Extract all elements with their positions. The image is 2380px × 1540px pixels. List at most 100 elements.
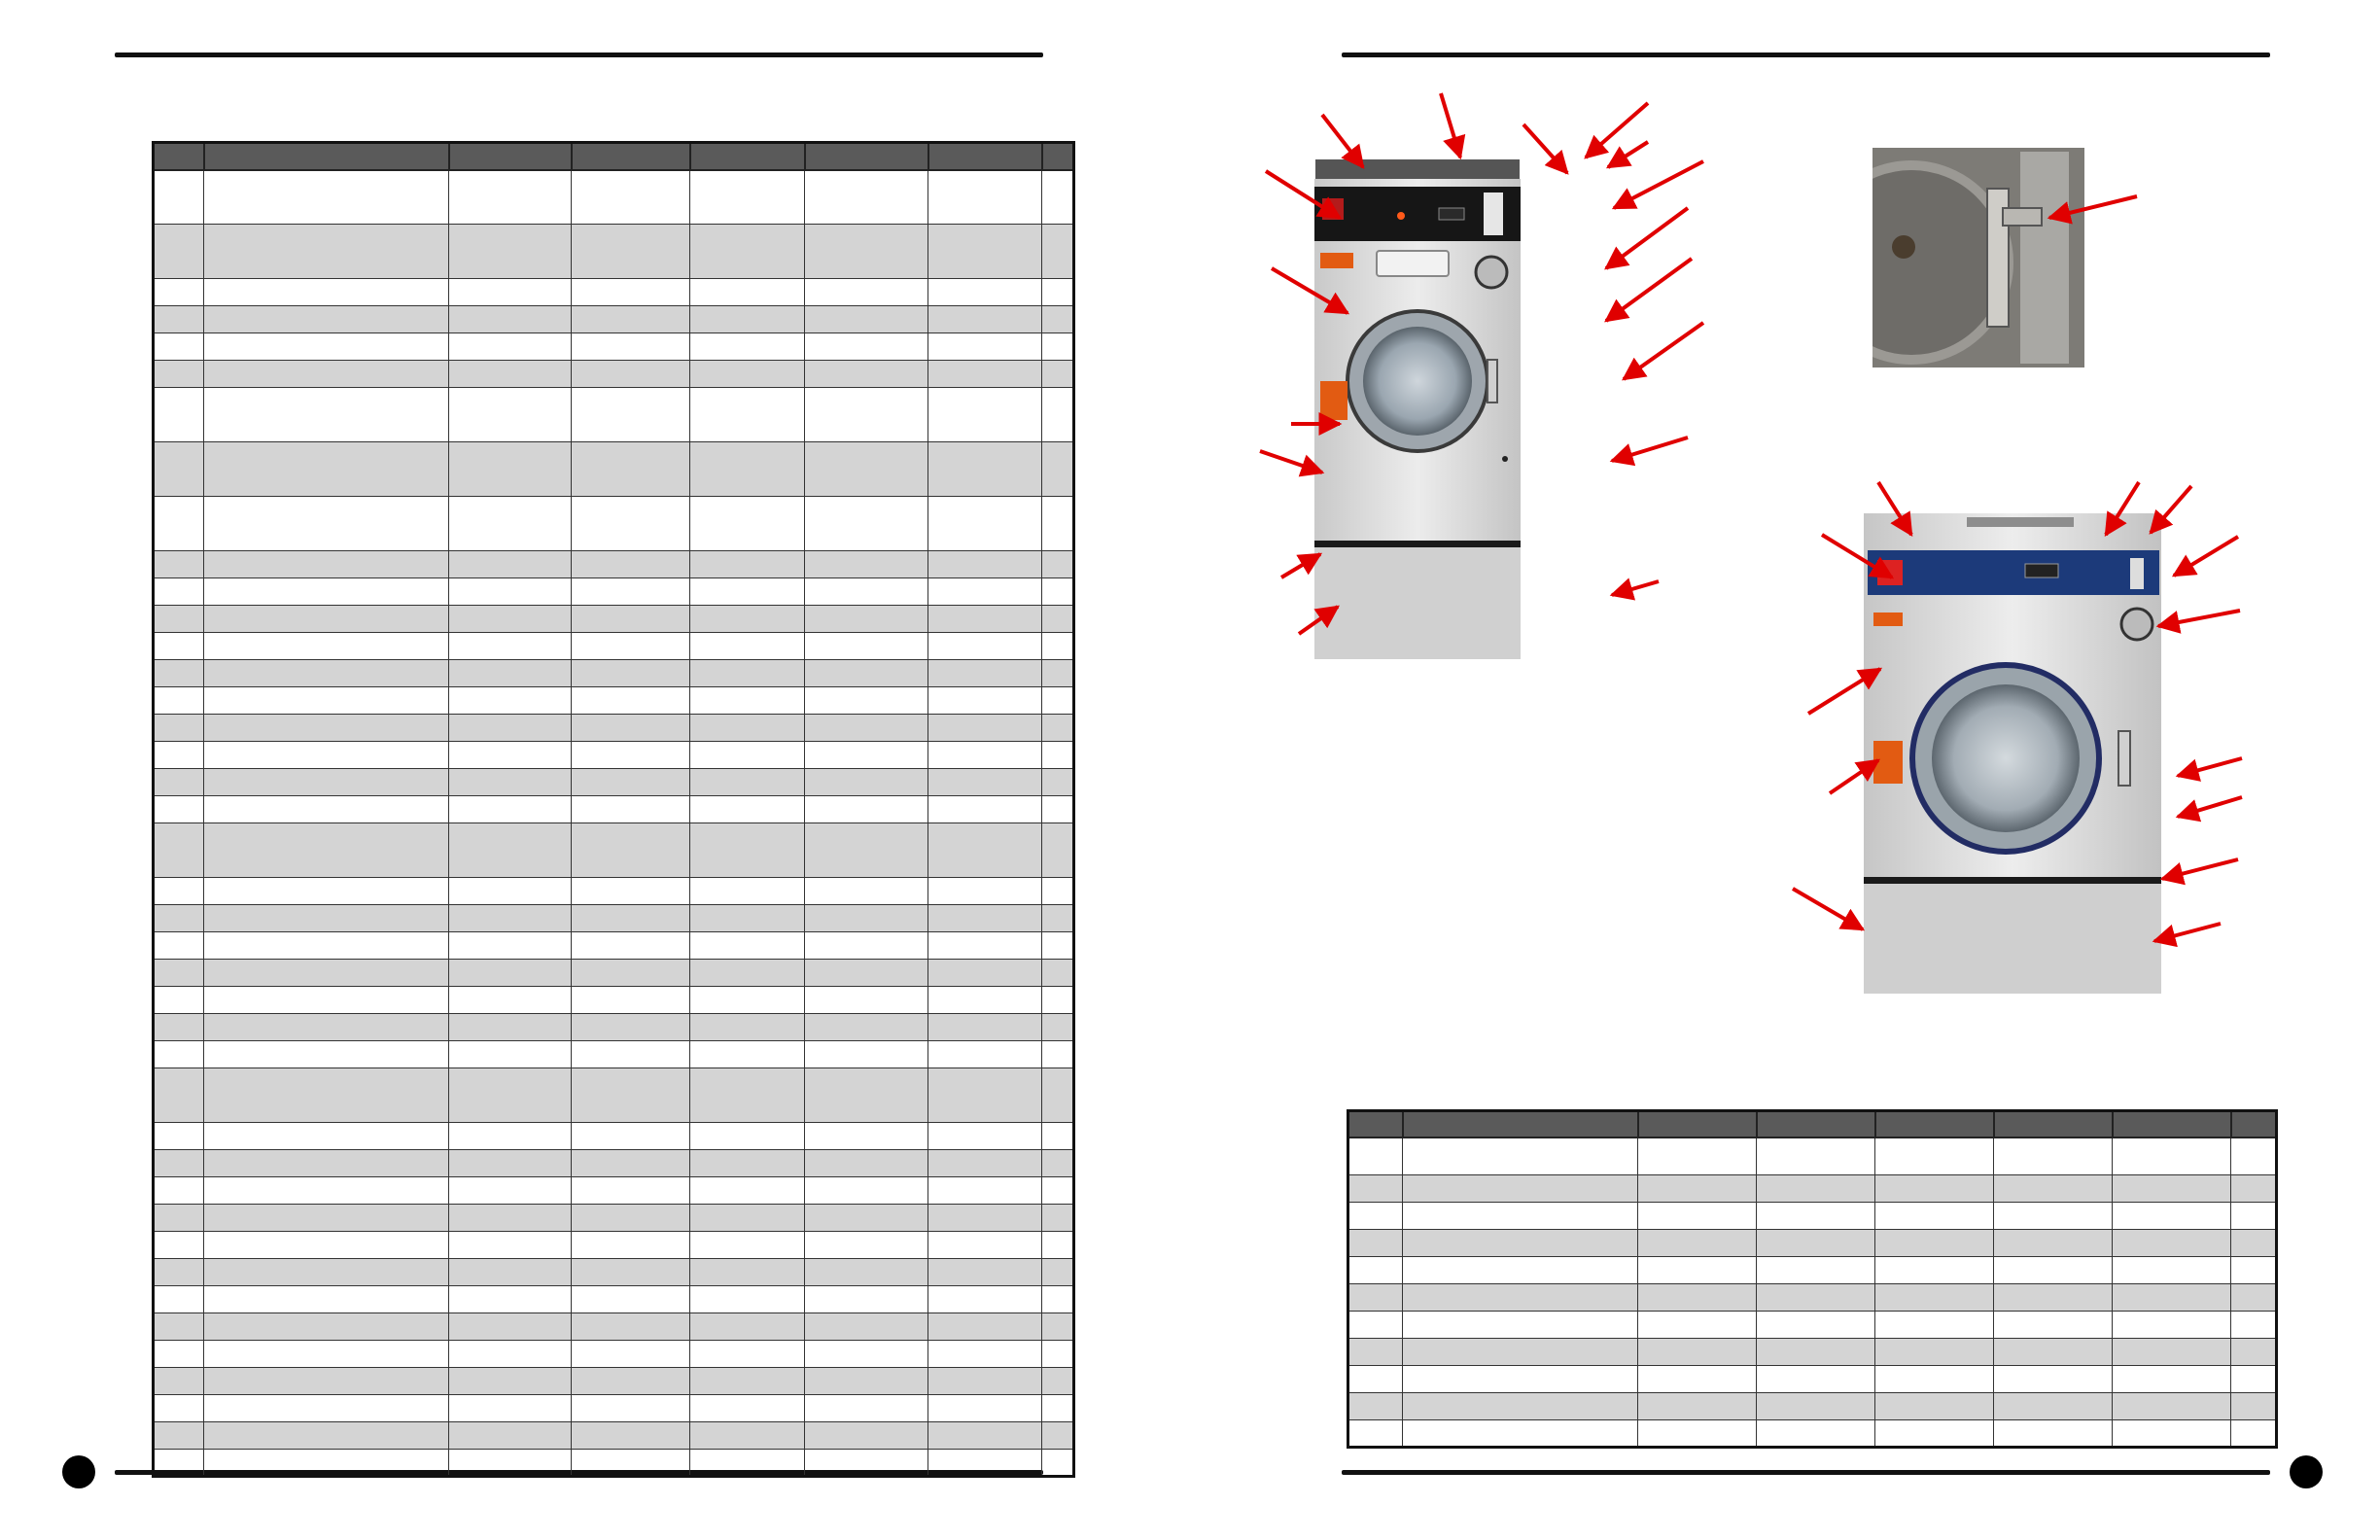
table-cell xyxy=(448,822,572,878)
table-cell xyxy=(689,1340,805,1368)
table-cell xyxy=(153,1013,204,1041)
header-cell xyxy=(688,141,806,171)
table-cell xyxy=(153,1285,204,1313)
table-cell xyxy=(448,1149,572,1177)
table-cell xyxy=(2112,1202,2231,1231)
table-cell xyxy=(448,1367,572,1395)
table-cell xyxy=(1041,1013,1074,1041)
table-cell xyxy=(804,1176,928,1205)
table-cell xyxy=(153,441,204,497)
callout-arrow-icon xyxy=(1791,887,1866,931)
table-cell xyxy=(1756,1392,1875,1421)
table-row xyxy=(153,332,1074,361)
page-marker-dot-icon xyxy=(2290,1455,2323,1488)
table-cell xyxy=(804,1068,928,1123)
table-cell xyxy=(804,332,928,361)
callout-arrow-icon xyxy=(1439,92,1466,160)
table-cell xyxy=(804,224,928,279)
table-cell xyxy=(571,605,690,633)
callout-arrow-icon xyxy=(1522,122,1569,175)
warning-label-top xyxy=(1320,253,1353,268)
table-cell xyxy=(1402,1419,1638,1449)
table-cell xyxy=(153,741,204,769)
table-cell xyxy=(804,496,928,551)
table-cell xyxy=(1637,1256,1757,1285)
soap-dispenser xyxy=(1376,250,1450,277)
table-cell xyxy=(928,387,1042,442)
table-cell xyxy=(1993,1392,2113,1421)
table-cell xyxy=(448,1068,572,1123)
table-cell xyxy=(689,741,805,769)
table-cell xyxy=(928,360,1042,388)
kick-strip xyxy=(1314,541,1521,547)
table-cell xyxy=(153,1258,204,1286)
table-cell xyxy=(1041,904,1074,932)
header-cell xyxy=(570,141,691,171)
table-cell xyxy=(689,1176,805,1205)
table-cell xyxy=(1402,1136,1638,1176)
table-cell xyxy=(153,659,204,687)
table-cell xyxy=(571,1231,690,1259)
table-cell xyxy=(804,441,928,497)
washer-front-small xyxy=(1860,508,2163,996)
base-panel xyxy=(1864,884,2161,994)
table-cell xyxy=(448,305,572,333)
table-cell xyxy=(689,1013,805,1041)
table-cell xyxy=(928,1285,1042,1313)
header-cell xyxy=(447,141,573,171)
table-cell xyxy=(804,1013,928,1041)
table-row xyxy=(153,360,1074,388)
key-lock xyxy=(2119,607,2154,642)
coin-slot xyxy=(2130,558,2144,589)
table-cell xyxy=(153,986,204,1014)
table-cell xyxy=(448,1340,572,1368)
table-cell xyxy=(804,904,928,932)
table-cell xyxy=(153,904,204,932)
table-cell xyxy=(1041,1449,1074,1477)
table-cell xyxy=(928,1258,1042,1286)
table-cell xyxy=(689,1449,805,1477)
table-cell xyxy=(448,986,572,1014)
table-cell xyxy=(928,632,1042,660)
table-cell xyxy=(804,278,928,306)
table-cell xyxy=(203,1122,449,1150)
table-cell xyxy=(2230,1392,2277,1421)
table-cell xyxy=(153,1367,204,1395)
table-cell xyxy=(804,1258,928,1286)
table-cell xyxy=(153,931,204,960)
door-handle xyxy=(2118,730,2131,787)
table-cell xyxy=(804,1040,928,1068)
table-cell xyxy=(1348,1392,1403,1421)
table-cell xyxy=(804,605,928,633)
table-cell xyxy=(153,360,204,388)
table-cell xyxy=(1041,278,1074,306)
table-cell xyxy=(928,1068,1042,1123)
table-cell xyxy=(1041,441,1074,497)
table-cell xyxy=(1637,1365,1757,1394)
table-cell xyxy=(1348,1283,1403,1312)
table-cell xyxy=(928,605,1042,633)
table-cell xyxy=(448,1394,572,1422)
table-cell xyxy=(448,1285,572,1313)
table-cell xyxy=(804,1449,928,1477)
table-cell xyxy=(689,278,805,306)
table-cell xyxy=(928,550,1042,578)
table-row xyxy=(153,550,1074,578)
table-cell xyxy=(1874,1338,1994,1367)
callout-arrow-icon xyxy=(2152,922,2222,948)
callout-arrow-icon xyxy=(1609,578,1660,601)
callout-arrow-icon xyxy=(1611,159,1704,210)
table-cell xyxy=(153,768,204,796)
table-body xyxy=(153,169,1074,1477)
table-cell xyxy=(448,877,572,905)
table-cell xyxy=(571,686,690,715)
table-cell xyxy=(203,387,449,442)
table-cell xyxy=(203,360,449,388)
table-cell xyxy=(571,1122,690,1150)
table-cell xyxy=(153,387,204,442)
table-cell xyxy=(928,877,1042,905)
table-cell xyxy=(1637,1283,1757,1312)
callout-arrow-icon xyxy=(1609,436,1689,467)
table-cell xyxy=(928,224,1042,279)
table-row xyxy=(153,741,1074,769)
